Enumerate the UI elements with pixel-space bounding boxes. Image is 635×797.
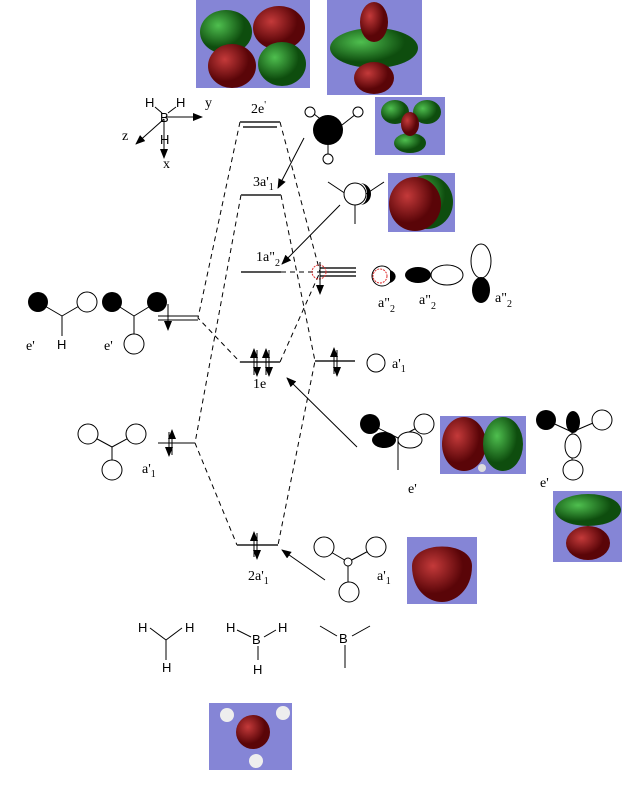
orbital-image-1a2 (388, 173, 455, 232)
h3-a1-label: a'1 (142, 462, 156, 480)
orbital-image-2a1 (407, 537, 477, 604)
h3-e1-label: e' (26, 339, 35, 354)
axis-atom-h1: H (145, 95, 154, 110)
orbital-image-3a1 (375, 97, 445, 155)
b-p-orbitals: a"2 a"2 a"2 (371, 243, 512, 315)
structure-b: B (319, 625, 371, 668)
coordinate-axes: H H B H y z x (122, 95, 212, 172)
sketch-1e-a: e' (360, 413, 435, 497)
mo-levels (158, 121, 356, 546)
h3-e-orbital-1: e' H (26, 291, 98, 354)
pointer-arrows (277, 137, 358, 581)
bh3-atom-h1: H (226, 620, 235, 635)
b-e1-label: e' (408, 482, 417, 497)
h3-atom-1: H (138, 620, 147, 635)
b-a2-label-3: a"2 (495, 291, 512, 310)
h3-atom-3: H (162, 660, 171, 675)
structure-bh3: H B H H (226, 620, 287, 677)
b-e2-label: e' (540, 476, 549, 491)
label-1e: 1e (253, 377, 266, 392)
axis-atom-h3: H (160, 132, 169, 147)
label-2a1: 2a'1 (248, 569, 269, 587)
label-2e: 2e' (251, 100, 266, 117)
orbital-image-2e-b (327, 0, 422, 95)
b-a2-label-2: a"2 (419, 293, 436, 312)
bh3-atom-h2: H (278, 620, 287, 635)
axis-z-label: z (122, 129, 128, 144)
electron-arrows (164, 262, 341, 560)
sketch-2a1: a'1 (313, 536, 391, 603)
bh3-atom-b: B (252, 632, 261, 647)
sketch-3a1 (304, 106, 364, 165)
label-3a1: 3a'1 (253, 175, 274, 193)
b-a2-label-1: a"2 (378, 296, 395, 315)
orbital-image-2e-a (196, 0, 310, 88)
label-1a2: 1a"2 (256, 250, 280, 269)
axis-atom-b: B (160, 110, 169, 125)
b-atom: B (339, 631, 348, 646)
orbital-image-1e-b (553, 491, 622, 562)
h3-e-orbital-2: e' (102, 292, 167, 355)
h3-e2-label: e' (104, 339, 113, 354)
b-a1-low-label: a'1 (377, 569, 391, 587)
sketch-1e-b: e' (536, 409, 613, 491)
axis-x-label: x (163, 157, 170, 172)
axis-y-label: y (205, 96, 212, 111)
h3-e1-atom: H (57, 337, 66, 352)
molecule-image-bh3 (209, 703, 292, 770)
b-a1-label: a'1 (392, 357, 406, 375)
sketch-1a2 (327, 181, 385, 224)
h3-atom-2: H (185, 620, 194, 635)
b-s-orbital: a'1 (366, 353, 406, 375)
bh3-atom-h3: H (253, 662, 262, 677)
axis-atom-h2: H (176, 95, 185, 110)
orbital-image-1e-a (440, 416, 526, 474)
h3-a1-orbital: a'1 (77, 423, 156, 481)
structure-h3: H H H (138, 620, 194, 675)
